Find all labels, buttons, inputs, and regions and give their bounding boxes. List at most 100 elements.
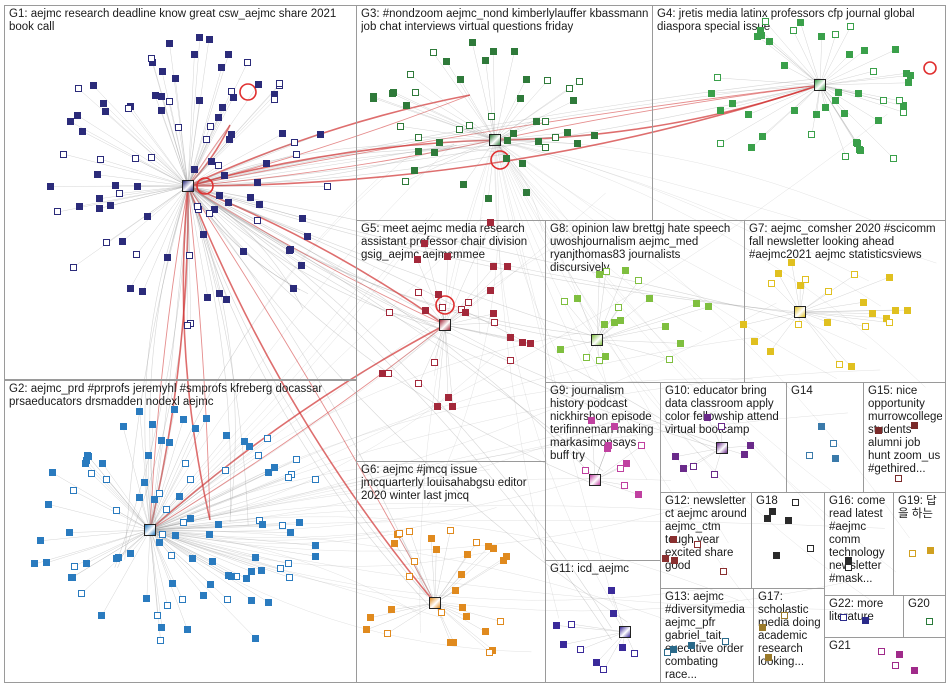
- network-node[interactable]: [316, 130, 324, 138]
- hub-avatar-node[interactable]: [439, 319, 451, 331]
- network-node[interactable]: [482, 628, 490, 636]
- network-node[interactable]: [669, 536, 677, 544]
- network-node[interactable]: [434, 291, 442, 299]
- network-node[interactable]: [60, 150, 68, 158]
- network-node[interactable]: [758, 132, 766, 140]
- network-node[interactable]: [575, 77, 583, 85]
- network-node[interactable]: [187, 476, 195, 484]
- network-node[interactable]: [303, 232, 311, 240]
- network-node[interactable]: [765, 38, 773, 46]
- network-node[interactable]: [808, 131, 816, 139]
- network-node[interactable]: [87, 469, 95, 477]
- network-node[interactable]: [878, 647, 886, 655]
- network-node[interactable]: [166, 98, 174, 106]
- network-node[interactable]: [171, 75, 179, 83]
- network-node[interactable]: [763, 514, 771, 522]
- network-node[interactable]: [672, 453, 680, 461]
- network-node[interactable]: [437, 609, 445, 617]
- network-node[interactable]: [831, 97, 839, 105]
- network-node[interactable]: [242, 575, 250, 583]
- network-node[interactable]: [206, 122, 214, 130]
- network-node[interactable]: [95, 195, 103, 203]
- network-node[interactable]: [430, 358, 438, 366]
- network-node[interactable]: [861, 46, 869, 54]
- network-node[interactable]: [506, 334, 514, 342]
- network-node[interactable]: [600, 321, 608, 329]
- hub-avatar-node[interactable]: [814, 79, 826, 91]
- network-node[interactable]: [240, 247, 248, 255]
- network-node[interactable]: [637, 442, 645, 450]
- network-node[interactable]: [795, 321, 803, 329]
- network-node[interactable]: [143, 213, 151, 221]
- network-node[interactable]: [499, 557, 507, 565]
- network-node[interactable]: [254, 178, 262, 186]
- hub-avatar-node[interactable]: [794, 306, 806, 318]
- network-node[interactable]: [552, 133, 560, 141]
- network-node[interactable]: [774, 269, 782, 277]
- network-node[interactable]: [510, 130, 518, 138]
- network-node[interactable]: [507, 356, 515, 364]
- hub-avatar-node[interactable]: [589, 474, 601, 486]
- network-node[interactable]: [487, 112, 495, 120]
- network-node[interactable]: [616, 464, 624, 472]
- network-node[interactable]: [746, 442, 754, 450]
- network-node[interactable]: [215, 162, 223, 170]
- network-node[interactable]: [693, 300, 701, 308]
- network-node[interactable]: [925, 618, 933, 626]
- network-node[interactable]: [191, 166, 199, 174]
- network-node[interactable]: [107, 202, 115, 210]
- network-node[interactable]: [862, 323, 870, 331]
- network-node[interactable]: [690, 462, 698, 470]
- network-node[interactable]: [255, 80, 263, 88]
- network-node[interactable]: [611, 422, 619, 430]
- network-node[interactable]: [286, 246, 294, 254]
- network-node[interactable]: [36, 537, 44, 545]
- network-node[interactable]: [390, 88, 398, 96]
- network-node[interactable]: [164, 253, 172, 261]
- network-node[interactable]: [134, 183, 142, 191]
- network-node[interactable]: [717, 423, 725, 431]
- network-node[interactable]: [205, 35, 213, 43]
- hub-avatar-node[interactable]: [489, 134, 501, 146]
- network-node[interactable]: [265, 598, 273, 606]
- network-node[interactable]: [844, 556, 852, 564]
- network-node[interactable]: [854, 90, 862, 98]
- network-node[interactable]: [769, 508, 777, 516]
- network-node[interactable]: [896, 651, 904, 659]
- network-node[interactable]: [740, 451, 748, 459]
- network-node[interactable]: [113, 555, 121, 563]
- network-node[interactable]: [444, 253, 452, 261]
- network-node[interactable]: [258, 566, 266, 574]
- network-node[interactable]: [179, 595, 187, 603]
- network-node[interactable]: [384, 629, 392, 637]
- network-node[interactable]: [406, 528, 414, 536]
- network-node[interactable]: [228, 573, 236, 581]
- network-node[interactable]: [490, 319, 498, 327]
- network-node[interactable]: [527, 339, 535, 347]
- network-node[interactable]: [446, 527, 454, 535]
- network-node[interactable]: [707, 89, 715, 97]
- network-node[interactable]: [544, 77, 552, 85]
- network-node[interactable]: [908, 550, 916, 558]
- network-node[interactable]: [387, 606, 395, 614]
- network-node[interactable]: [202, 414, 210, 422]
- network-node[interactable]: [780, 612, 788, 620]
- network-node[interactable]: [141, 478, 149, 486]
- network-node[interactable]: [744, 111, 752, 119]
- network-node[interactable]: [247, 568, 255, 576]
- network-node[interactable]: [243, 59, 251, 67]
- network-node[interactable]: [208, 558, 216, 566]
- network-node[interactable]: [147, 154, 155, 162]
- network-node[interactable]: [631, 650, 639, 658]
- network-node[interactable]: [503, 154, 511, 162]
- network-node[interactable]: [427, 535, 435, 543]
- network-node[interactable]: [379, 370, 387, 378]
- network-node[interactable]: [386, 308, 394, 316]
- network-node[interactable]: [484, 194, 492, 202]
- network-node[interactable]: [570, 97, 578, 105]
- network-node[interactable]: [422, 307, 430, 315]
- network-node[interactable]: [255, 451, 263, 459]
- network-node[interactable]: [522, 75, 530, 83]
- network-node[interactable]: [186, 252, 194, 260]
- network-node[interactable]: [541, 143, 549, 151]
